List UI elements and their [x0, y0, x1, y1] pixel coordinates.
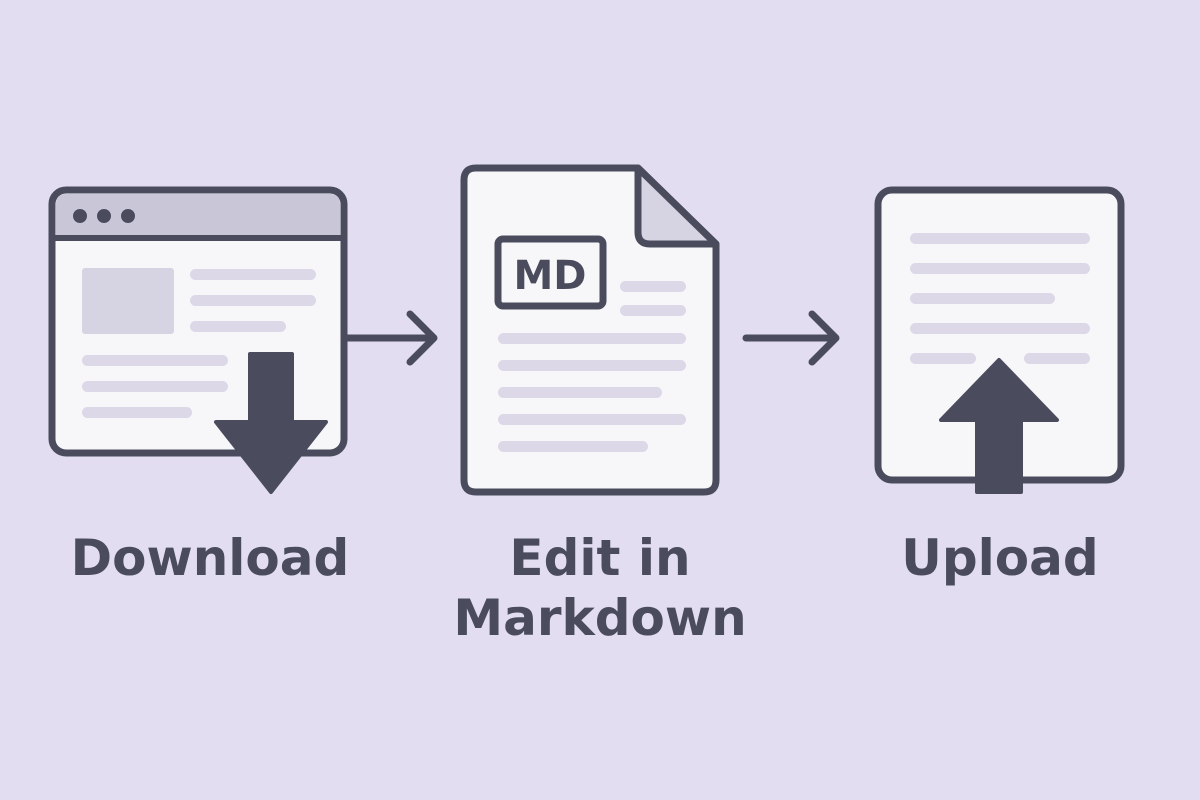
- browser-download-icon: [48, 186, 348, 494]
- text-line: [190, 295, 316, 306]
- window-dot: [73, 209, 87, 223]
- text-line: [82, 407, 192, 418]
- image-placeholder: [82, 268, 174, 334]
- text-line: [190, 269, 316, 280]
- text-line: [620, 281, 686, 292]
- text-line: [82, 381, 228, 392]
- md-badge: [494, 235, 607, 310]
- upload-arrow-icon: [939, 358, 1059, 494]
- text-line: [910, 293, 1055, 304]
- download-arrow-icon: [214, 352, 328, 494]
- download-step-label: Download: [70, 529, 350, 587]
- document-upload-icon: [874, 186, 1125, 494]
- text-line: [620, 305, 686, 316]
- flow-arrow-icon: [340, 310, 438, 366]
- edit-step-label: Edit in Markdown: [453, 529, 747, 647]
- text-line: [82, 355, 228, 366]
- window-dot: [121, 209, 135, 223]
- text-line: [498, 333, 686, 344]
- page-fold: [634, 164, 720, 248]
- text-line: [190, 321, 286, 332]
- text-line: [910, 323, 1090, 334]
- text-line: [910, 233, 1090, 244]
- text-line: [498, 441, 648, 452]
- window-dot: [97, 209, 111, 223]
- text-line: [498, 387, 662, 398]
- text-line: [910, 353, 976, 364]
- text-line: [1024, 353, 1090, 364]
- browser-titlebar: [56, 194, 340, 236]
- text-line: [498, 414, 686, 425]
- md-badge-text: MD: [513, 253, 586, 299]
- text-line: [910, 263, 1090, 274]
- markdown-document-icon: MD: [460, 164, 720, 496]
- text-line: [498, 360, 686, 371]
- upload-step-label: Upload: [901, 529, 1099, 587]
- flow-arrow-icon: [742, 310, 840, 366]
